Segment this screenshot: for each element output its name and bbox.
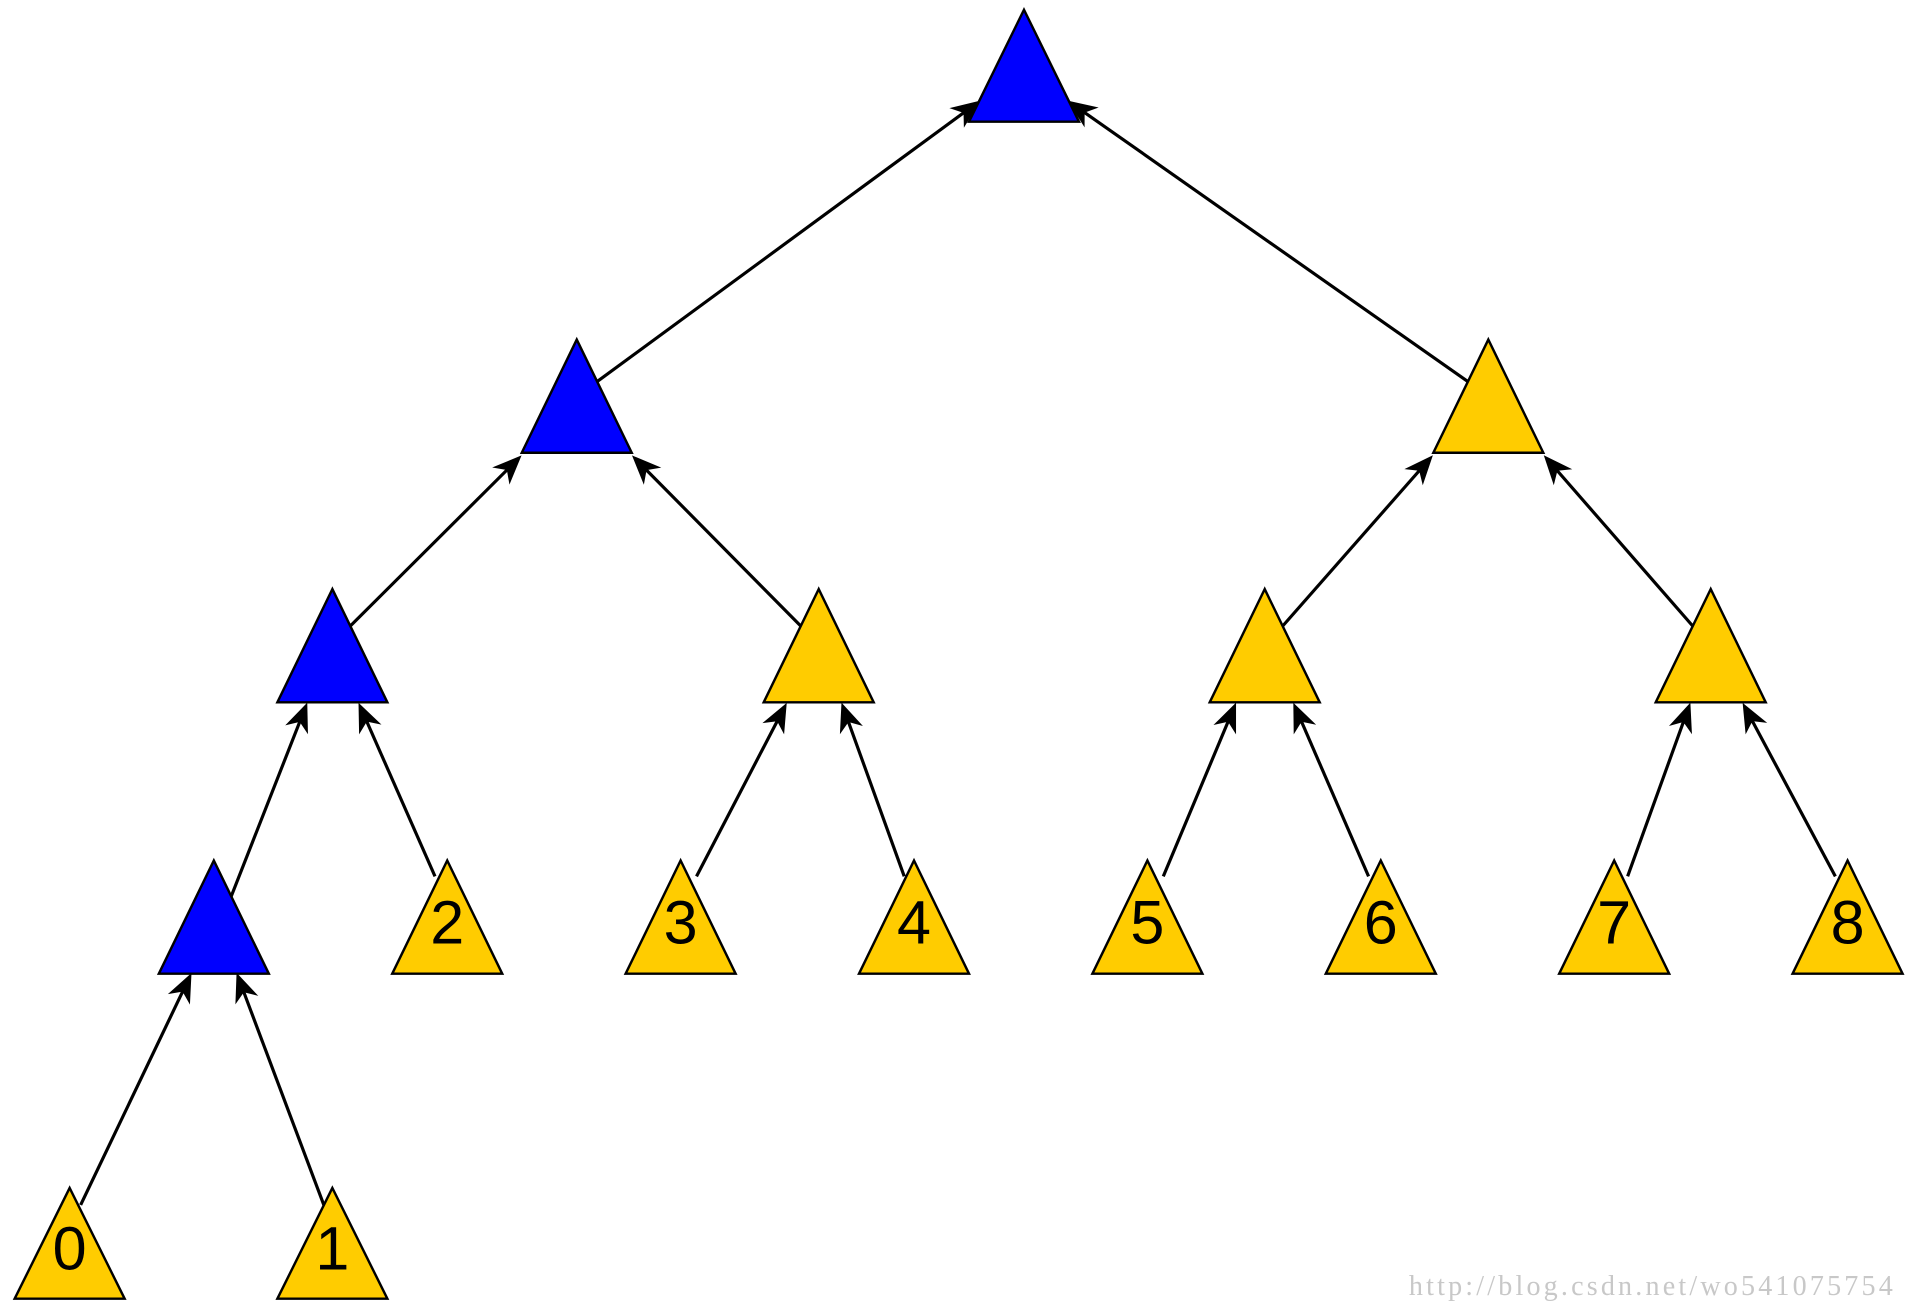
tree-edge	[358, 702, 437, 877]
watermark: http://blog.csdn.net/wo541075754	[1409, 1271, 1893, 1302]
leaf-node	[275, 1185, 390, 1300]
internal-node	[1431, 336, 1546, 454]
leaf-label: 3	[664, 888, 698, 956]
tree-edge	[1742, 702, 1837, 878]
labels-layer: 0 1 2 3 4 5 6 7 8	[53, 888, 1865, 1282]
tree-edge	[1543, 455, 1694, 627]
leaf-label: 4	[897, 888, 931, 956]
tree-edge	[1281, 455, 1433, 627]
leaf-label: 8	[1831, 888, 1865, 956]
leaf-label: 7	[1597, 888, 1631, 956]
tree-edge	[631, 455, 802, 627]
nodes-layer	[12, 6, 1905, 1300]
tree-edge	[235, 972, 326, 1206]
leaf-node	[1323, 857, 1438, 975]
leaf-label: 2	[430, 888, 464, 956]
leaf-label: 1	[315, 1215, 349, 1283]
edges-layer	[79, 100, 1837, 1206]
leaf-node	[1790, 857, 1905, 975]
tree-edge	[349, 455, 522, 627]
internal-node	[275, 586, 390, 704]
leaf-node	[857, 857, 971, 975]
tree-edge	[79, 972, 192, 1206]
leaf-label: 6	[1364, 888, 1398, 956]
root-node	[967, 6, 1081, 123]
tree-edge	[1293, 702, 1371, 877]
tree-edge	[1161, 702, 1237, 877]
leaf-label: 5	[1130, 888, 1164, 956]
leaf-label: 0	[53, 1215, 87, 1283]
internal-node	[156, 857, 271, 975]
leaf-node	[1557, 857, 1672, 975]
tree-edge	[839, 702, 906, 877]
leaf-node	[390, 857, 505, 975]
tree-edge	[695, 702, 787, 878]
leaf-node	[12, 1185, 127, 1300]
internal-node	[1653, 586, 1768, 704]
leaf-node	[623, 857, 738, 975]
tree-edge	[1626, 702, 1692, 877]
tree-edge	[229, 702, 308, 898]
leaf-node	[1090, 857, 1205, 975]
tree-edge	[595, 100, 981, 384]
internal-node	[519, 336, 634, 454]
internal-node	[1207, 586, 1322, 704]
tree-edge	[1067, 100, 1470, 384]
internal-node	[761, 586, 876, 704]
